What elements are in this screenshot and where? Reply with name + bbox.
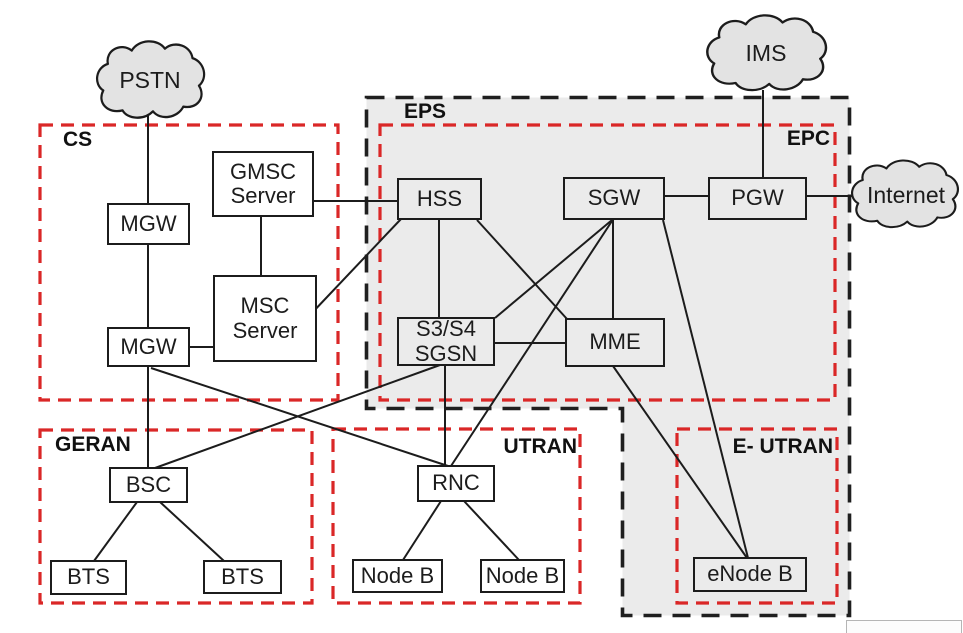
node-bts-left: BTS	[50, 560, 127, 595]
region-label-geran: GERAN	[55, 433, 131, 456]
edge-sgw-sgsn	[494, 219, 613, 319]
region-geran-border	[38, 428, 314, 605]
node-label: S3/S4 SGSN	[414, 316, 478, 366]
node-mme: MME	[565, 318, 665, 367]
node-bsc: BSC	[109, 467, 188, 503]
node-label: PGW	[731, 185, 784, 211]
node-pgw: PGW	[708, 177, 807, 220]
pstn-cloud-label: PSTN	[119, 67, 181, 93]
corner-panel-fragment	[846, 620, 962, 633]
region-cs-border	[38, 123, 340, 402]
edge-mme-enodeb	[612, 365, 748, 559]
node-gmsc-server: GMSC Server	[212, 151, 314, 217]
node-label: BTS	[67, 564, 110, 590]
node-label: MGW	[120, 333, 177, 359]
ims-cloud	[706, 14, 828, 92]
node-sgw: SGW	[563, 177, 665, 220]
node-s3s4-sgsn: S3/S4 SGSN	[397, 317, 495, 366]
region-label-cs: CS	[63, 128, 93, 151]
node-enodeb: eNode B	[693, 557, 807, 592]
ims-cloud-label: IMS	[745, 40, 787, 66]
node-hss: HSS	[397, 178, 482, 220]
node-mgw-bottom: MGW	[107, 327, 190, 367]
edge-hss-mme	[476, 219, 568, 320]
node-label: MME	[589, 329, 641, 355]
edge-rnc-nodeb-left	[402, 500, 442, 561]
node-msc-server: MSC Server	[213, 275, 317, 362]
node-label: HSS	[416, 185, 463, 211]
edge-msc-hss	[309, 218, 402, 316]
node-nodeb-right: Node B	[480, 559, 565, 593]
region-label-eps: EPS	[404, 100, 447, 123]
edge-mgw-bottom-rnc	[150, 367, 449, 467]
node-label: BSC	[125, 471, 172, 497]
node-label: eNode B	[707, 561, 793, 587]
region-label-utran: UTRAN	[503, 435, 578, 458]
edge-sgw-enodeb	[662, 219, 749, 559]
node-label: Node B	[485, 562, 560, 588]
node-mgw-top: MGW	[107, 203, 190, 245]
node-label: BTS	[221, 563, 264, 589]
internet-cloud-label: Internet	[867, 182, 945, 208]
edge-rnc-nodeb-right	[463, 500, 520, 561]
node-label: Node B	[360, 562, 435, 588]
node-label: MSC Server	[232, 293, 298, 343]
edges-group	[93, 90, 864, 562]
region-label-epc: EPC	[786, 127, 830, 150]
region-label-eutran: E- UTRAN	[732, 435, 833, 458]
node-label: RNC	[432, 470, 480, 496]
region-epc-border	[378, 123, 837, 402]
node-rnc: RNC	[417, 465, 495, 502]
node-label: SGW	[587, 185, 641, 211]
internet-cloud	[851, 159, 960, 229]
clouds-group	[96, 14, 960, 229]
node-bts-right: BTS	[203, 560, 282, 594]
node-label: GMSC Server	[230, 158, 296, 208]
edge-bsc-bts-right	[159, 501, 225, 562]
edge-bsc-bts-left	[93, 501, 138, 562]
node-label: MGW	[120, 210, 177, 236]
pstn-cloud	[96, 40, 206, 119]
node-nodeb-left: Node B	[352, 559, 443, 593]
